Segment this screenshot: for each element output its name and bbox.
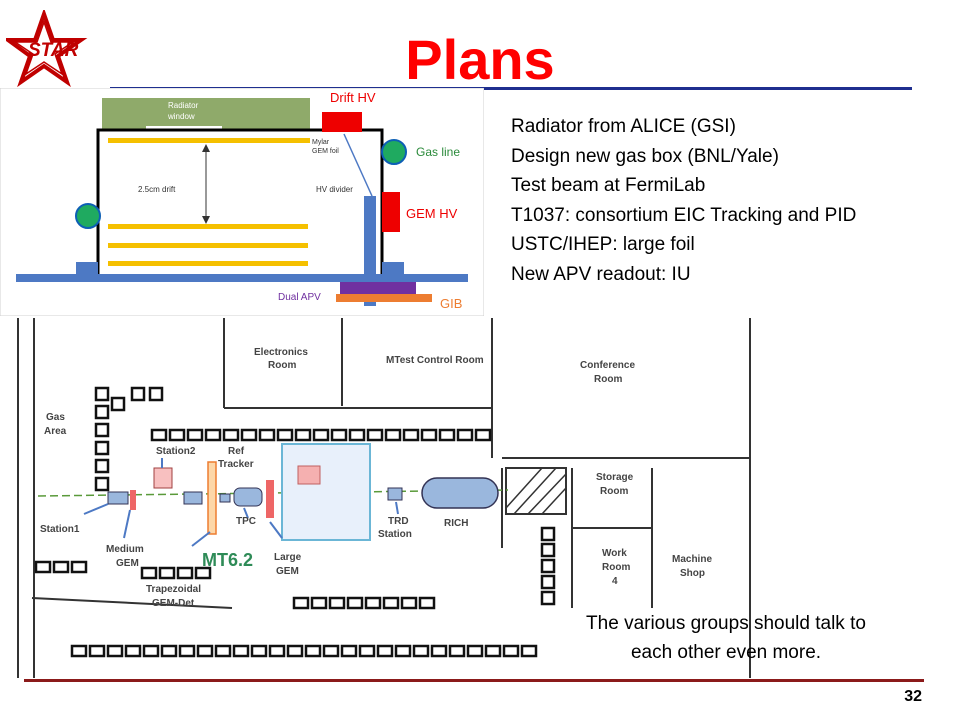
mylar-foil [108, 138, 310, 143]
closing-note-line: each other even more. [630, 642, 822, 663]
gas-area-label-2: Area [44, 426, 67, 437]
plans-list: Radiator from ALICE (GSI) Design new gas… [511, 112, 956, 289]
conference-room-label: Conference [580, 360, 635, 371]
plan-item: Design new gas box (BNL/Yale) [511, 145, 779, 167]
base-plate [16, 274, 468, 282]
station2-box [153, 467, 173, 489]
page-number: 32 [904, 688, 922, 705]
tpc-label: TPC [236, 516, 256, 527]
logo-text: STAR [28, 40, 79, 61]
drift-hv-box [322, 112, 362, 132]
tpc-box [233, 487, 263, 507]
beamline-floor-plan: Electronics Room MTest Control Room Conf… [12, 318, 752, 680]
mt62-label: MT6.2 [202, 550, 253, 570]
floor-walls [17, 318, 751, 678]
rich-label: RICH [444, 518, 468, 529]
radiator-block [102, 98, 310, 130]
radiator-window-label: window [167, 112, 195, 121]
electronics-room-label: Electronics [254, 347, 308, 358]
large-gem-label: Large [274, 552, 302, 563]
gas-line-connector-left [75, 203, 101, 229]
large-gem-box [266, 480, 274, 518]
station2-label: Station2 [156, 446, 196, 457]
work-room-label-2: Room [602, 562, 630, 573]
ref-tracker-label-2: Tracker [218, 459, 254, 470]
ref-tracker-label: Ref [228, 446, 245, 457]
gib-board [336, 294, 432, 302]
plan-item: T1037: consortium EIC Tracking and PID [511, 204, 857, 226]
plan-item: Test beam at FermiLab [511, 175, 706, 196]
shielding-blocks-bottom [34, 560, 538, 658]
gem-hv-box [382, 192, 400, 232]
conference-room-label-2: Room [594, 374, 622, 385]
rich-box [421, 477, 499, 509]
trapezoidal-gem-label-2: GEM-Det [152, 598, 195, 609]
plan-item: USTC/IHEP: large foil [511, 234, 695, 255]
closing-note: The various groups should talk to each o… [540, 609, 912, 667]
trapezoidal-gem [207, 461, 217, 535]
radiator-label: Radiator [168, 101, 199, 110]
logo-star-shape [6, 10, 88, 88]
shielding-blocks-left [94, 386, 164, 492]
electronics-room-label-2: Room [268, 360, 296, 371]
plan-item: Radiator from ALICE (GSI) [511, 116, 736, 137]
gib-label: GIB [440, 296, 462, 311]
star-logo: STAR [6, 10, 88, 88]
station1-box [107, 491, 129, 505]
title-underline [110, 87, 912, 90]
control-room-label: MTest Control Room [386, 355, 484, 366]
detector-schematic: Radiator window Drift HV Mylar GEM foil … [0, 88, 484, 316]
trd-station-label-2: Station [378, 529, 412, 540]
mylar-label: Mylar [312, 139, 330, 146]
drift-gap-label: 2.5cm drift [138, 185, 176, 194]
drift-hv-label: Drift HV [330, 90, 376, 105]
machine-shop-label: Machine [672, 554, 712, 565]
gas-area-label: Gas [46, 412, 65, 423]
hv-divider-label: HV divider [316, 185, 353, 194]
closing-note-line: The various groups should talk to [586, 613, 866, 634]
dual-apv-label: Dual APV [278, 292, 321, 303]
shielding-blocks-right [540, 526, 556, 606]
trd-station-label: TRD [388, 516, 409, 527]
storage-room-label-2: Room [600, 486, 628, 497]
trapezoidal-gem-label: Trapezoidal [146, 584, 201, 595]
plan-item: New APV readout: IU [511, 263, 691, 285]
machine-shop-label-2: Shop [680, 568, 705, 579]
work-room-label-3: 4 [612, 576, 618, 587]
gas-line-connector-right [381, 139, 407, 165]
storage-room-label: Storage [596, 472, 634, 483]
gem-hv-label: GEM HV [406, 206, 458, 221]
gas-line-label: Gas line [416, 145, 460, 159]
shielding-blocks-top [150, 428, 492, 442]
dual-apv-board [340, 282, 416, 294]
gem-foil-1 [108, 224, 308, 229]
detector-zone-highlight [281, 443, 371, 541]
footer-rule [24, 679, 924, 682]
medium-gem-label: Medium [106, 544, 144, 555]
medium-gem-label-2: GEM [116, 558, 139, 569]
large-gem-label-2: GEM [276, 566, 299, 577]
slide-title: Plans [405, 28, 555, 91]
gem-foil-label: GEM foil [312, 148, 339, 155]
gem-foil-2 [108, 243, 308, 248]
station1-label: Station1 [40, 524, 80, 535]
gem-foil-3 [108, 261, 308, 266]
work-room-label: Work [602, 548, 627, 559]
